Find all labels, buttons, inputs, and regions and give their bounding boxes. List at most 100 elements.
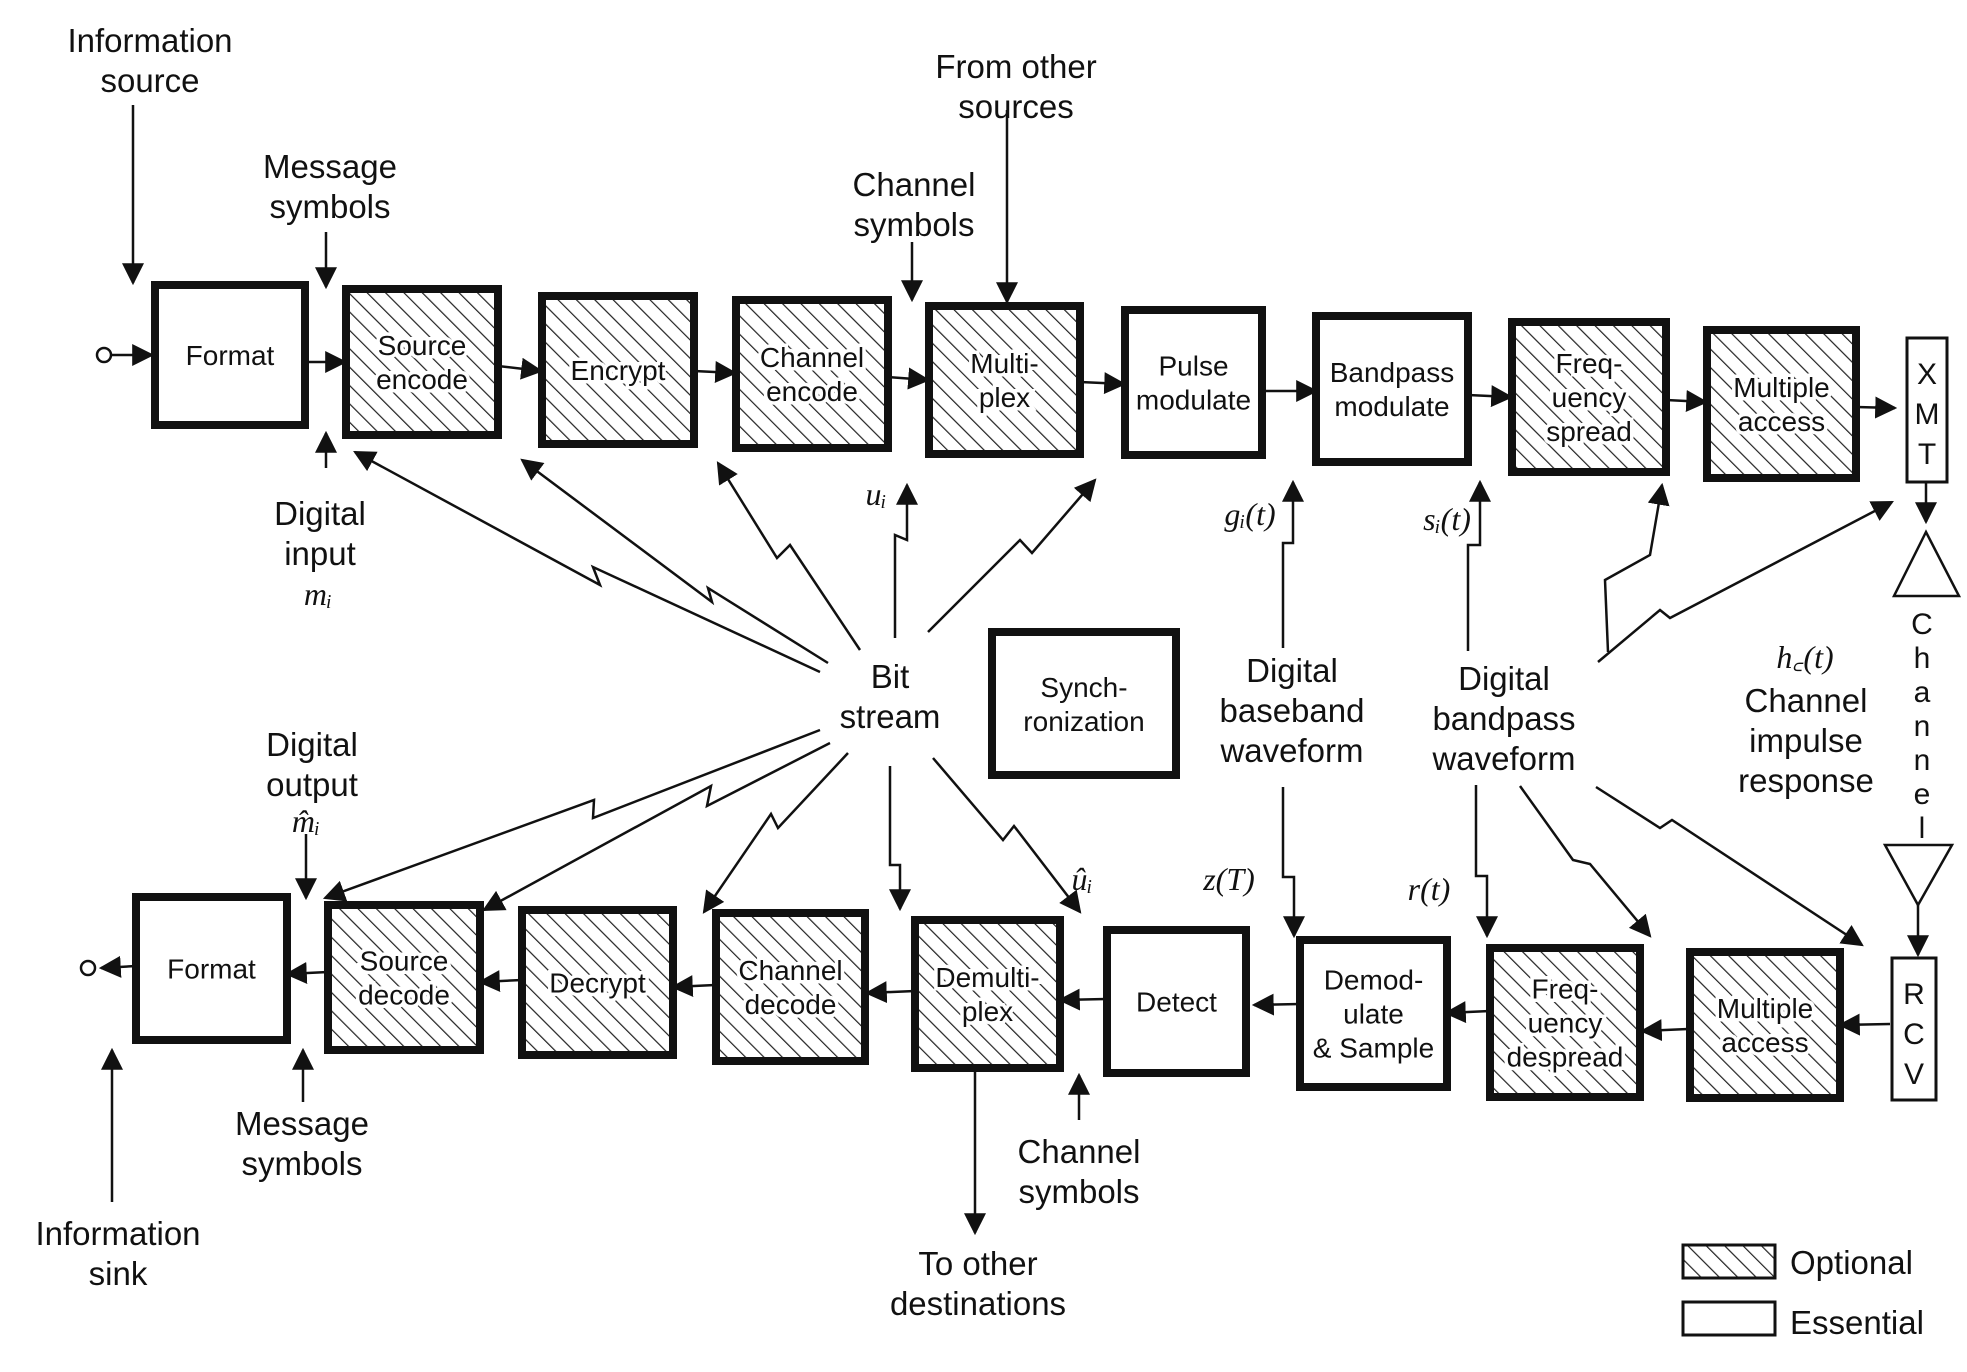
xmt-label-letter: M xyxy=(1915,398,1940,431)
rx-block-detect: Detect xyxy=(1103,926,1250,1077)
block-label: Demod- xyxy=(1324,965,1424,996)
xmt-label-letter: X xyxy=(1917,358,1937,391)
channel-label-letter: n xyxy=(1914,744,1931,777)
essential-block-box xyxy=(1103,926,1250,1077)
label-line: Bit xyxy=(871,658,910,695)
legend-optional-label: Optional xyxy=(1790,1244,1913,1281)
label-line: output xyxy=(266,766,358,803)
channel-label-letter: l xyxy=(1919,812,1926,845)
label-line: Digital xyxy=(274,495,366,532)
rcv-box xyxy=(1890,956,1938,1102)
block-label: Format xyxy=(186,340,275,371)
block-label: Detect xyxy=(1136,987,1217,1018)
label-line: Message xyxy=(235,1105,369,1142)
receive-antenna xyxy=(1882,843,1955,908)
block-label: Source xyxy=(378,330,467,361)
transmit-antenna xyxy=(1891,529,1962,598)
optional-block-box xyxy=(732,296,892,452)
tx-block-multi-plex: Multi-plex xyxy=(925,302,1084,458)
block-label: Format xyxy=(167,954,256,985)
block-label: uency xyxy=(1528,1008,1603,1039)
label-line: symbols xyxy=(1018,1173,1139,1210)
channel-label-letter: e xyxy=(1914,778,1931,811)
essential-block-box xyxy=(1296,936,1451,1091)
block-label: modulate xyxy=(1136,385,1251,416)
label-line: response xyxy=(1738,762,1874,799)
z-T-label: z(T) xyxy=(1202,861,1255,897)
label-line: symbols xyxy=(269,188,390,225)
optional-block-box xyxy=(1686,948,1844,1102)
essential-block-box xyxy=(132,893,291,1044)
label-line: Channel xyxy=(853,166,976,203)
label-line: Information xyxy=(67,22,232,59)
signal-flow-arrows xyxy=(79,105,1937,1236)
block-label: Channel xyxy=(738,955,842,986)
optional-block-box xyxy=(1703,326,1860,482)
block-label: decode xyxy=(745,989,837,1020)
label-line: Information xyxy=(35,1215,200,1252)
block-label: decode xyxy=(358,980,450,1011)
label-line: To other xyxy=(918,1245,1037,1282)
block-label: despread xyxy=(1507,1042,1624,1073)
legend-optional-swatch xyxy=(1681,1243,1777,1280)
optional-block-box xyxy=(518,906,677,1059)
block-label: Channel xyxy=(760,342,864,373)
block-label: spread xyxy=(1546,416,1632,447)
label-line: bandpass xyxy=(1432,700,1575,737)
channel-label-letter: a xyxy=(1914,676,1931,709)
xmt-label: XMT xyxy=(1915,358,1940,471)
optional-block-box xyxy=(1508,318,1670,476)
label-line: stream xyxy=(840,698,941,735)
legend-essential-swatch xyxy=(1681,1300,1777,1337)
label-line: input xyxy=(284,535,356,572)
rx-block-decrypt: Decrypt xyxy=(518,906,677,1059)
m-hat-i-label: m̂ᵢ xyxy=(292,803,320,839)
rcv-label-letter: C xyxy=(1903,1018,1925,1051)
u-i-label: uᵢ xyxy=(865,476,886,512)
block-label: encode xyxy=(376,364,468,395)
label-line: symbols xyxy=(853,206,974,243)
block-label: plex xyxy=(979,382,1030,413)
xmt-box xyxy=(1905,336,1949,484)
label-line: source xyxy=(100,62,199,99)
output-terminal xyxy=(79,959,97,977)
h-c-t-label: h꜀(t) xyxy=(1776,639,1833,675)
block-label: & Sample xyxy=(1313,1033,1434,1064)
block-label: Multiple xyxy=(1717,993,1813,1024)
optional-block-box xyxy=(324,901,484,1054)
rx-block-demod-ulate-sample: Demod-ulate& Sample xyxy=(1296,936,1451,1091)
rx-block-demulti-plex: Demulti-plex xyxy=(911,916,1064,1072)
optional-block-box xyxy=(911,916,1064,1072)
rcv-label: RCV xyxy=(1903,978,1925,1091)
tx-block-encrypt: Encrypt xyxy=(538,292,698,448)
block-label: ulate xyxy=(1343,999,1404,1030)
label-line: symbols xyxy=(241,1145,362,1182)
block-label: access xyxy=(1738,406,1825,437)
rx-block-format: Format xyxy=(132,893,291,1044)
s-i-t-label: sᵢ(t) xyxy=(1423,501,1471,537)
label-line: Digital xyxy=(1458,660,1550,697)
block-label: Source xyxy=(360,946,449,977)
xmt-label-letter: T xyxy=(1918,438,1936,471)
essential-block-box xyxy=(151,281,309,429)
label-line: Digital xyxy=(266,726,358,763)
label-line: waveform xyxy=(1219,732,1363,769)
m-i-label: mᵢ xyxy=(304,576,332,612)
block-label: Multi- xyxy=(970,348,1038,379)
